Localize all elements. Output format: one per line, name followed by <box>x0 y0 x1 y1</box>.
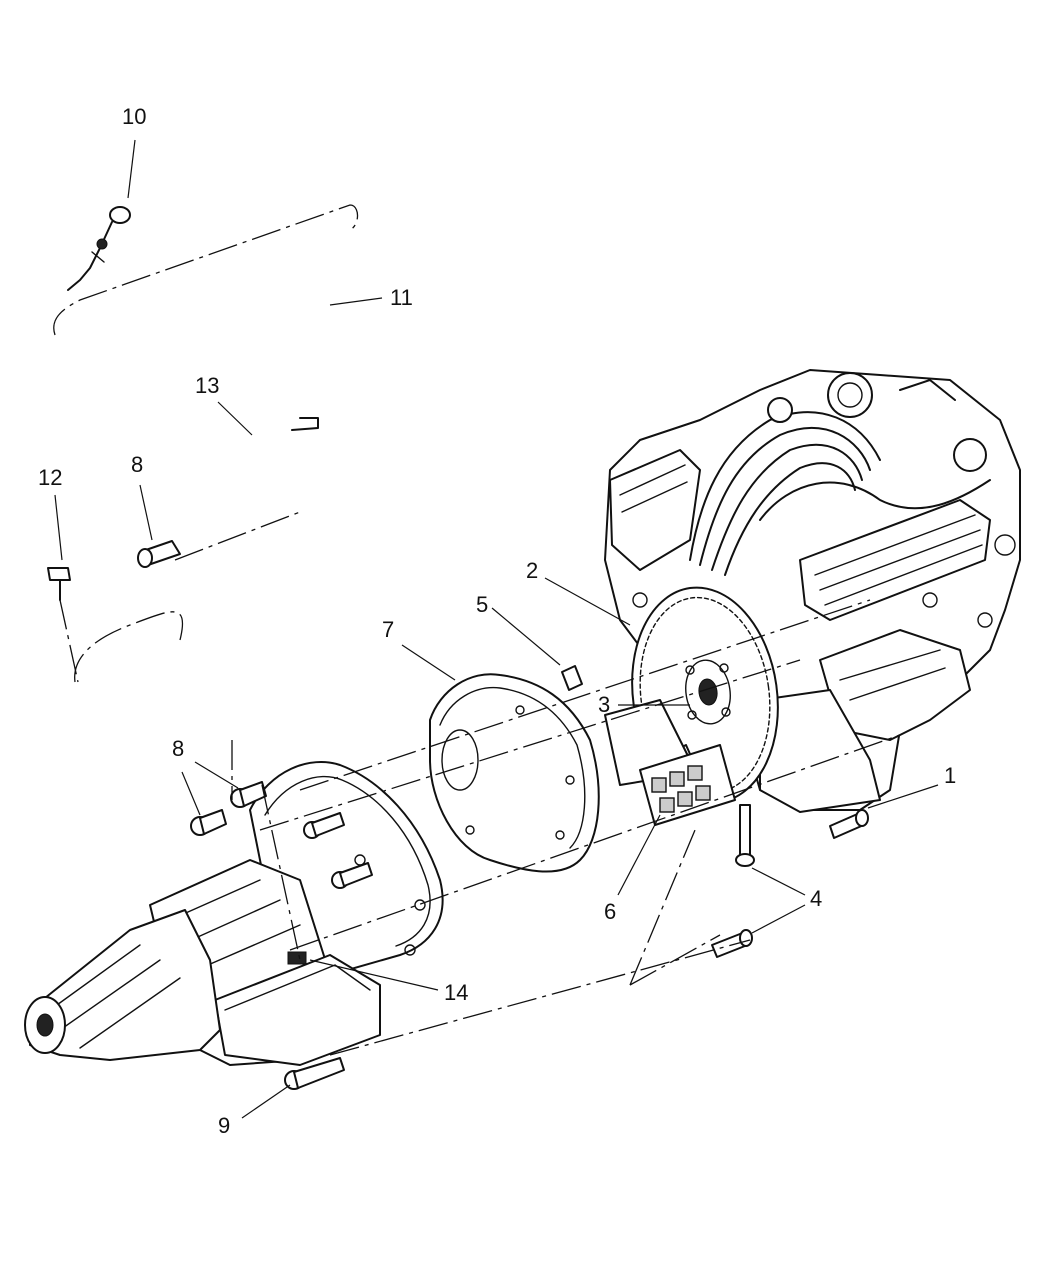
bolt-4-horizontal <box>711 929 753 958</box>
dipstick-tube <box>229 259 338 743</box>
callout-8-lower: 8 <box>172 736 184 761</box>
bracket <box>604 699 736 826</box>
transmission-assembly <box>24 761 444 1066</box>
callout-4: 4 <box>810 886 822 911</box>
bolt-8-upper <box>137 540 181 568</box>
adapter-plate <box>429 673 600 873</box>
dipstick <box>67 206 131 291</box>
bolt-transmission-a <box>303 812 345 839</box>
assembly-centerlines <box>53 204 901 1056</box>
callout-11: 11 <box>390 285 413 310</box>
bolt-8-lower-a <box>230 781 267 808</box>
callout-8-upper: 8 <box>131 452 143 477</box>
bolt-12 <box>47 567 71 601</box>
callout-10: 10 <box>122 104 146 129</box>
callout-9: 9 <box>218 1113 230 1138</box>
callout-6: 6 <box>604 899 616 924</box>
bolt-8-lower-b <box>190 809 227 836</box>
callout-12: 12 <box>38 465 62 490</box>
bolt-9 <box>284 1057 345 1090</box>
callout-1: 1 <box>944 763 956 788</box>
callout-3: 3 <box>598 692 610 717</box>
bolt-1 <box>829 809 869 839</box>
bolt-transmission-b <box>331 862 373 889</box>
callout-5: 5 <box>476 592 488 617</box>
leader-lines <box>54 139 939 1119</box>
callout-7: 7 <box>382 617 394 642</box>
callout-14: 14 <box>444 980 468 1005</box>
callout-numbers: 10 11 13 8 12 2 5 7 3 8 1 4 6 14 9 <box>38 104 956 1138</box>
callout-13: 13 <box>195 373 219 398</box>
bolt-4-vertical <box>735 804 755 867</box>
callout-2: 2 <box>526 558 538 583</box>
vent-tube <box>216 416 260 602</box>
